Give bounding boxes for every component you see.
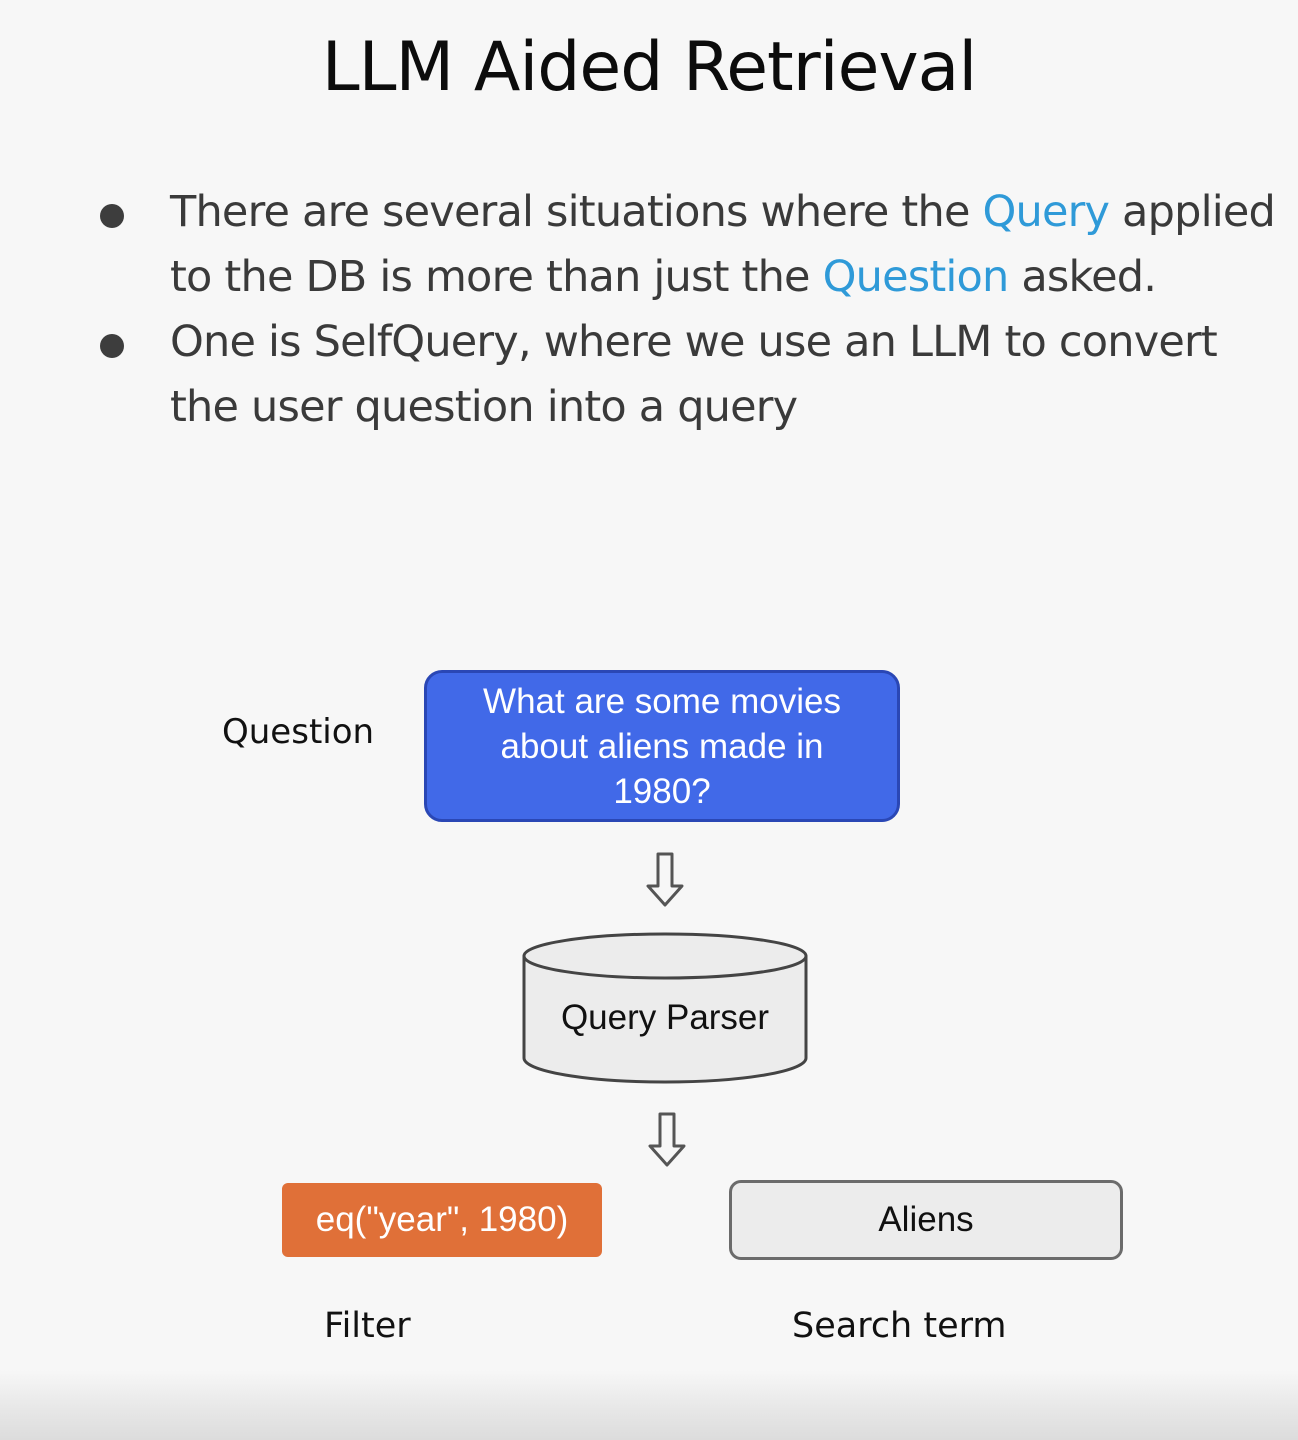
bullet-item-2: One is SelfQuery, where we use an LLM to…: [95, 310, 1275, 440]
bullet-1-segment: applied to the DB is more than just the: [170, 187, 1276, 302]
question-label: Question: [222, 712, 375, 752]
search-term-value: Aliens: [878, 1200, 974, 1239]
bullet-text-2: One is SelfQuery, where we use an LLM to…: [170, 317, 1218, 432]
bullet-1-segment: There are several situations where the: [170, 187, 983, 237]
search-term-box: Aliens: [729, 1180, 1123, 1260]
question-box: What are some movies about aliens made i…: [424, 670, 900, 822]
bullet-text-1: There are several situations where the Q…: [170, 187, 1276, 302]
database-cylinder-icon: [522, 932, 808, 1084]
question-text: What are some movies about aliens made i…: [483, 681, 841, 811]
bullet-dot-icon: [100, 204, 124, 228]
slide-title: LLM Aided Retrieval: [321, 28, 977, 107]
bullet-list: There are several situations where the Q…: [95, 180, 1276, 440]
bullet-dot-icon: [100, 334, 124, 358]
bottom-shadow: [0, 1370, 1298, 1440]
filter-label: Filter: [324, 1306, 411, 1346]
bullet-1-question-highlight: Question: [822, 252, 1010, 302]
search-term-label: Search term: [792, 1306, 1007, 1346]
bullet-1-segment: asked.: [1008, 252, 1157, 302]
bullet-item-1: There are several situations where the Q…: [95, 180, 1276, 310]
query-parser-label: Query Parser: [560, 998, 770, 1037]
bullet-1-query-highlight: Query: [982, 187, 1110, 237]
down-arrow-icon: [648, 1112, 686, 1167]
filter-value: eq("year", 1980): [315, 1200, 569, 1239]
filter-box: eq("year", 1980): [282, 1183, 602, 1257]
down-arrow-icon: [646, 852, 684, 907]
